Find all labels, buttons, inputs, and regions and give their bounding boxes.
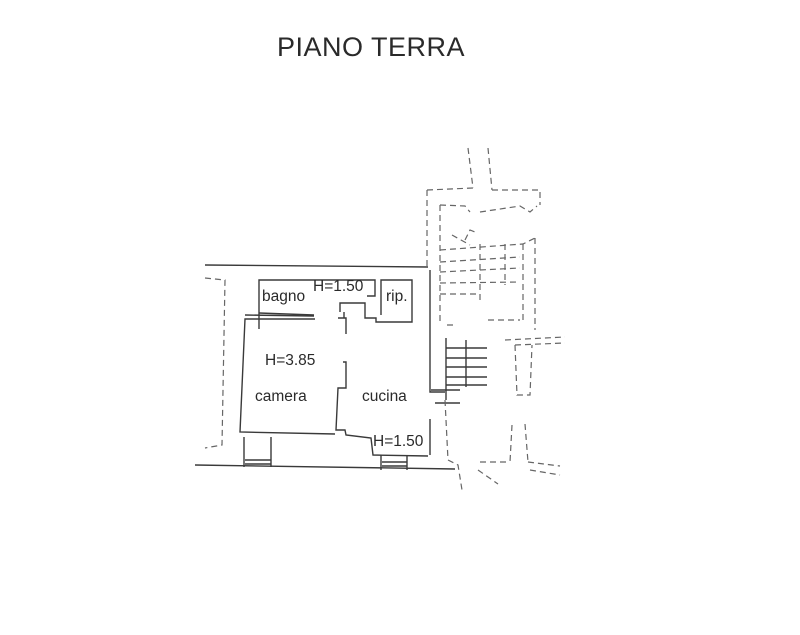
staircase [445, 338, 487, 400]
height-label-camera: H=3.85 [265, 352, 316, 369]
ripostiglio-wall [380, 279, 413, 323]
plan-title: PIANO TERRA [277, 32, 466, 62]
room-label-bagno: bagno [262, 288, 306, 305]
adjacent-property-dashed [204, 147, 566, 491]
bagno-wall [258, 279, 376, 329]
lower-boundary-line [194, 464, 456, 470]
camera-wall [239, 314, 336, 435]
upper-boundary-line [204, 264, 429, 268]
cucina-wall [429, 327, 445, 455]
height-label-bagno: H=1.50 [313, 278, 364, 295]
height-label-cucina: H=1.50 [373, 433, 424, 450]
camera-window [243, 437, 272, 467]
cucina-window [380, 455, 408, 470]
room-label-camera: camera [255, 388, 307, 405]
room-label-ripostiglio: rip. [386, 288, 408, 305]
room-label-cucina: cucina [362, 388, 407, 405]
